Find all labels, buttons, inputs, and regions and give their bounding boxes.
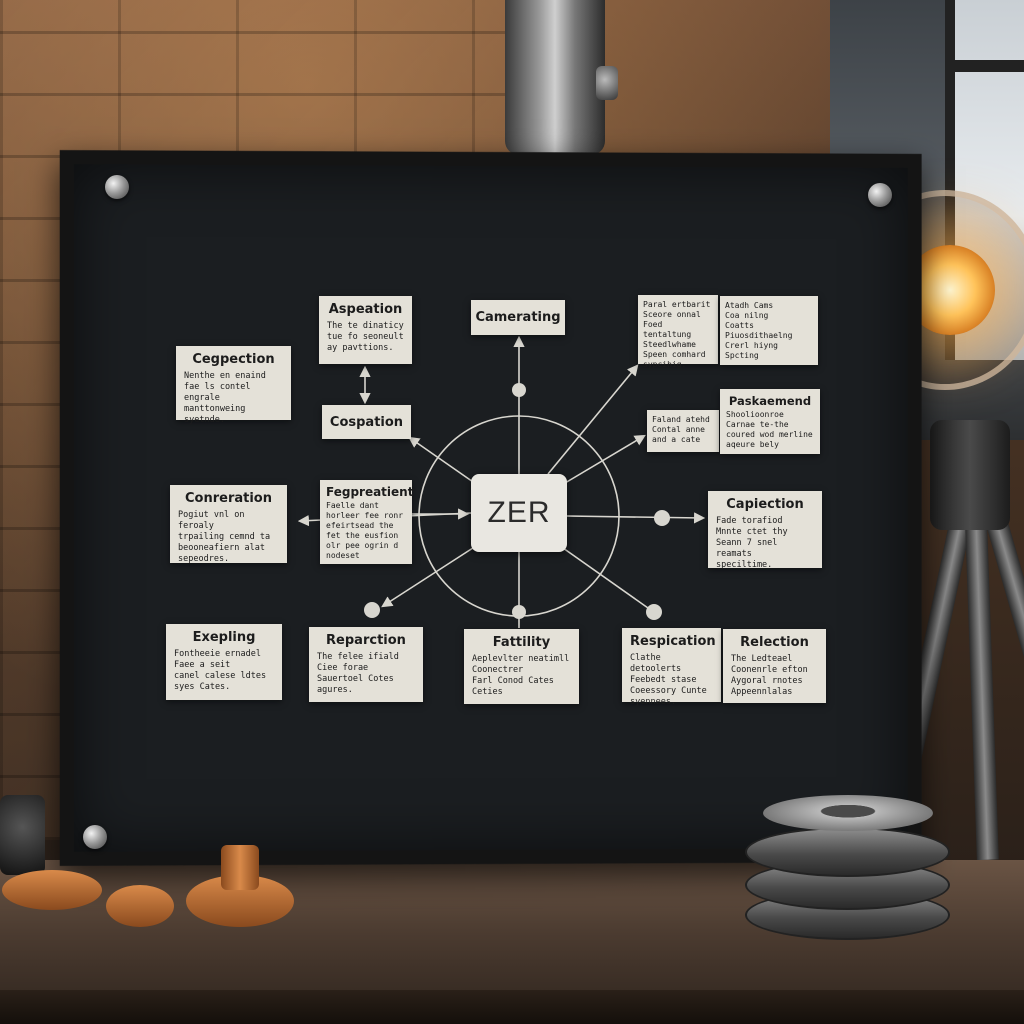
note-body: Nenthe en enaind fae ls contel engrale m… (184, 371, 266, 425)
note-top-right-a: Paral ertbarit Sceore onnal Foed tentalt… (638, 295, 718, 369)
note-body: Pogiut vnl on feroaly trpailing cemnd ta… (178, 510, 271, 564)
note-faland: Faland atehd Contal anne and a cate (647, 410, 719, 452)
note-title: Relection (740, 635, 809, 650)
weight-plate (745, 827, 950, 877)
note-title: Paskaemend (728, 394, 812, 408)
note-paskaemend: Paskaemend Shoolioonroe Carnae te-the co… (720, 389, 820, 454)
note-title: Cegpection (192, 352, 275, 367)
note-top-right-b: Atadh Cams Coa nilng Coatts Piuosdithael… (720, 296, 818, 365)
window-bar (945, 60, 1024, 72)
note-body: Aeplevlter neatimll Coonectrer Farl Cono… (472, 654, 570, 697)
bolt-icon (868, 183, 892, 207)
note-body: Shoolioonroe Carnae te-the coured wod me… (726, 410, 813, 449)
wooden-peg (221, 845, 259, 890)
note-title: Camerating (475, 310, 561, 325)
note-body: Paral ertbarit Sceore onnal Foed tentalt… (643, 300, 711, 369)
note-camerating: Camerating (471, 300, 565, 335)
metal-pipe (505, 0, 605, 155)
note-title: Fattility (492, 635, 551, 650)
table-edge (0, 990, 1024, 1024)
note-title: Capiection (726, 497, 804, 512)
note-fegpreatient: Fegpreatient Faelle dant horleer fee ron… (320, 480, 414, 564)
note-cospation: Cospation (322, 405, 411, 439)
note-fattility: Fattility Aeplevlter neatimll Coonectrer… (464, 629, 579, 704)
note-body: Clathe detoolerts Feebedt stase Coeessor… (630, 653, 707, 707)
bolt-icon (83, 825, 107, 849)
note-body: Fontheeie ernadel Faee a seit canel cale… (174, 649, 267, 692)
note-reparction: Reparction The felee ifiald Ciee forae S… (309, 627, 423, 702)
note-title: Reparction (326, 633, 406, 648)
note-body: The te dinaticy tue fo seoneult ay pavtt… (327, 321, 404, 353)
note-conreration: Conreration Pogiut vnl on feroaly trpail… (170, 485, 287, 564)
note-title: Conreration (185, 491, 272, 506)
note-aspeation: Aspeation The te dinaticy tue fo seoneul… (319, 296, 412, 364)
black-device (0, 795, 45, 875)
wooden-disc (2, 870, 102, 910)
note-title: Aspeation (328, 302, 403, 317)
note-respication: Respication Clathe detoolerts Feebedt st… (622, 628, 721, 707)
note-body: The Ledteael Coonenrle efton Aygoral rno… (731, 654, 808, 697)
note-body: Faelle dant horleer fee ronr efeirtsead … (326, 501, 404, 560)
weight-plate-top (763, 795, 933, 831)
note-body: The felee ifiald Ciee forae Sauertoel Co… (317, 652, 399, 695)
note-title: Respication (630, 634, 716, 649)
center-node: ZER (471, 474, 567, 552)
wooden-disc (106, 885, 174, 927)
note-body: Fade torafiod Mnnte ctet thy Seann 7 sne… (716, 516, 788, 570)
note-body: Atadh Cams Coa nilng Coatts Piuosdithael… (725, 301, 793, 360)
note-relection: Relection The Ledteael Coonenrle efton A… (723, 629, 826, 703)
center-label: ZER (487, 496, 551, 529)
pipe-knob (596, 66, 618, 100)
note-capiection: Capiection Fade torafiod Mnnte ctet thy … (708, 491, 822, 570)
weight-plates-stack (745, 795, 950, 945)
note-title: Exepling (192, 630, 256, 645)
bolt-icon (105, 175, 129, 199)
note-title: Cospation (329, 414, 404, 430)
note-exepling: Exepling Fontheeie ernadel Faee a seit c… (166, 624, 282, 700)
note-cegpection: Cegpection Nenthe en enaind fae ls conte… (176, 346, 291, 425)
tripod-head (930, 420, 1010, 530)
note-body: Faland atehd Contal anne and a cate (652, 415, 710, 444)
note-title: Fegpreatient (326, 485, 414, 499)
